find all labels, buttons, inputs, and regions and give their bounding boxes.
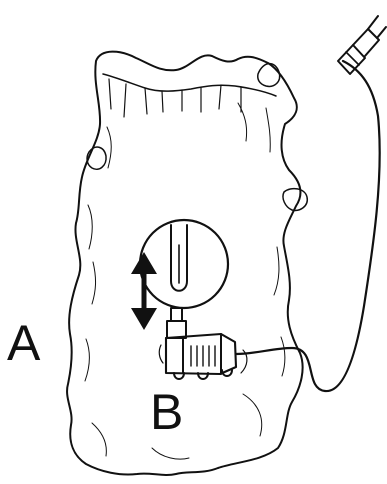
magnifier-circle (140, 220, 228, 308)
left-knot (87, 147, 106, 169)
power-plug-icon (338, 16, 386, 74)
label-b: B (150, 387, 183, 437)
double-arrow-bottom-head (131, 308, 157, 330)
rim-fold (109, 79, 241, 117)
pump-grill (191, 346, 215, 366)
label-a: A (7, 318, 40, 368)
power-cord (236, 61, 380, 391)
pump-body (166, 334, 236, 374)
bark-texture (85, 103, 285, 459)
knot-top-right (258, 64, 280, 87)
pump-top-cap (167, 321, 186, 338)
pump-front (166, 338, 183, 373)
double-arrow-top-head (131, 252, 157, 274)
pump-nozzle (171, 308, 182, 321)
rim-detail (103, 74, 276, 96)
